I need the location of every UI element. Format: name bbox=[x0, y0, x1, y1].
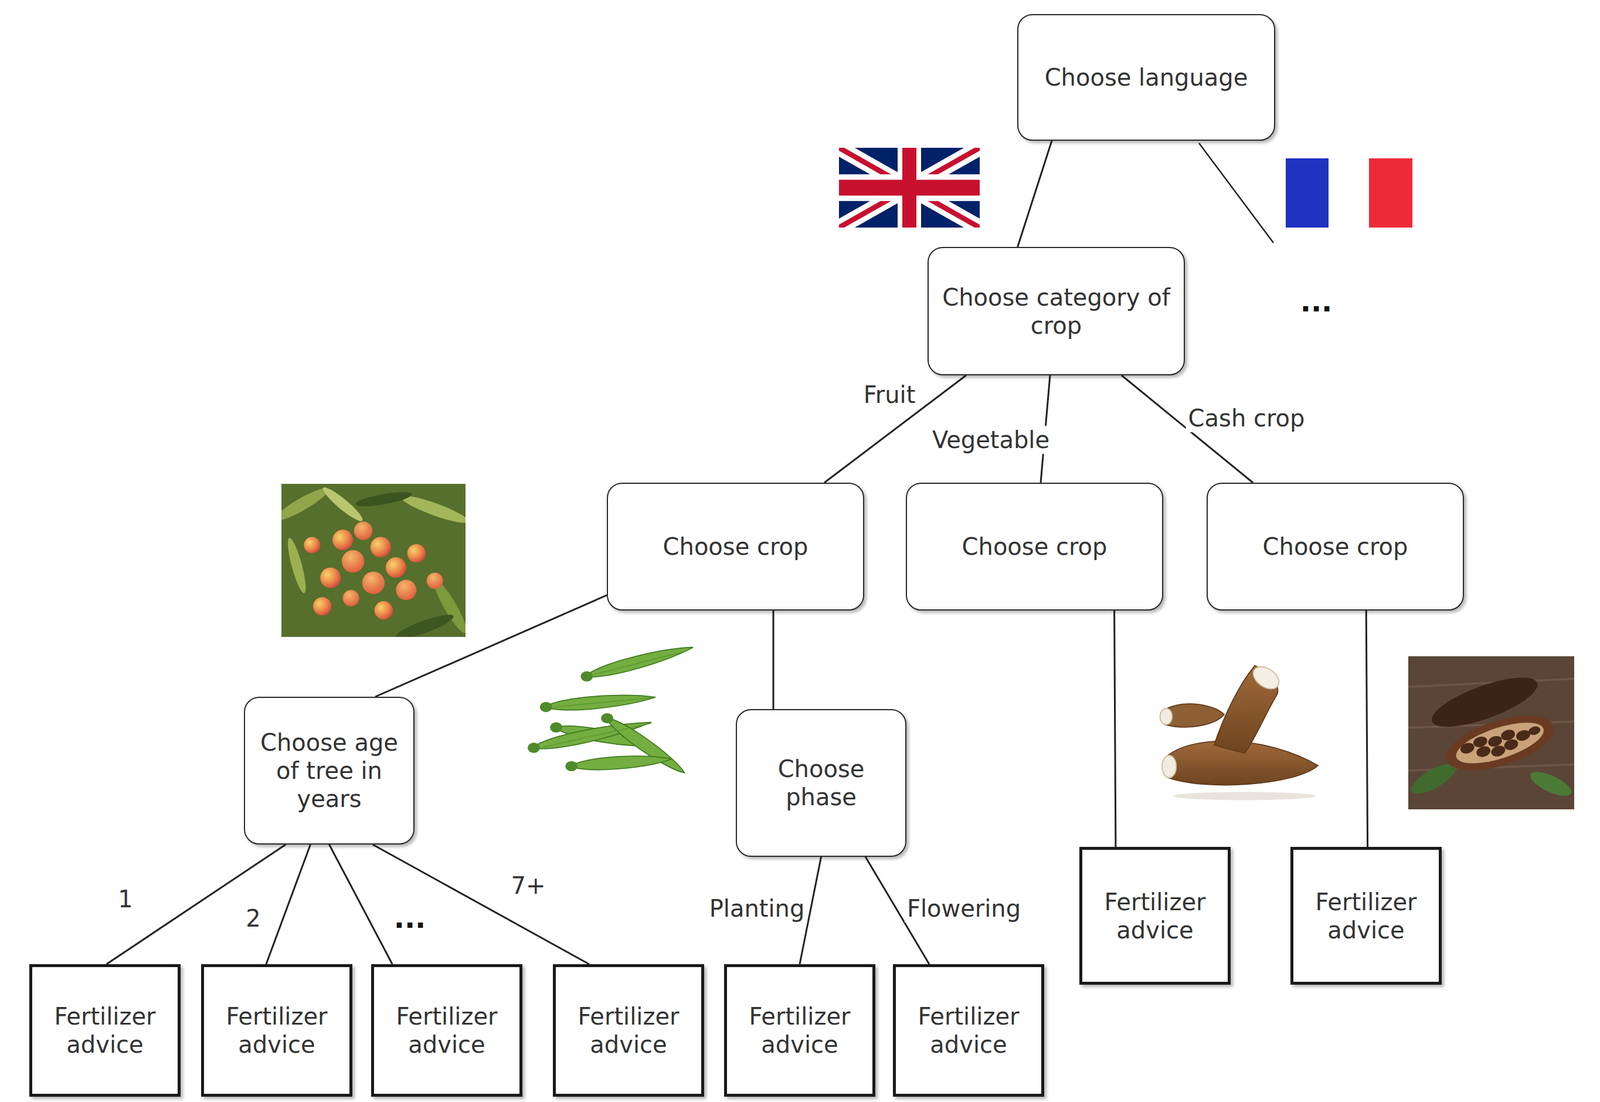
node-text: Choose age of tree in years bbox=[256, 728, 402, 813]
connector bbox=[329, 844, 393, 964]
result-box: Fertilizer advice bbox=[552, 963, 705, 1097]
leader-line bbox=[1198, 143, 1274, 243]
node-text: Fertilizer advice bbox=[1094, 887, 1216, 944]
connector bbox=[1114, 610, 1116, 847]
result-box: Fertilizer advice bbox=[1079, 846, 1231, 985]
french-flag bbox=[1285, 158, 1413, 228]
decision-box: Choose crop bbox=[1206, 482, 1464, 611]
cassava-photo bbox=[1160, 661, 1319, 800]
node-text: Fertilizer advice bbox=[907, 1001, 1030, 1059]
edge-label: Vegetable bbox=[929, 425, 1052, 454]
result-box: Fertilizer advice bbox=[892, 963, 1045, 1097]
node-text: Choose category of crop bbox=[940, 283, 1173, 340]
node-text: Fertilizer advice bbox=[385, 1001, 508, 1059]
ellipsis-label: ... bbox=[391, 901, 429, 936]
node-text: Fertilizer advice bbox=[738, 1001, 861, 1059]
decision-box: Choose crop bbox=[606, 482, 865, 611]
node-text: Choose language bbox=[1030, 63, 1263, 92]
ellipsis-label: ... bbox=[1298, 284, 1335, 319]
decision-box: Choose language bbox=[1017, 14, 1276, 141]
mango-photo bbox=[272, 483, 471, 644]
connector bbox=[772, 610, 775, 709]
edge-label: Flowering bbox=[904, 894, 1024, 923]
node-text: Choose crop bbox=[619, 532, 852, 561]
result-box: Fertilizer advice bbox=[724, 963, 876, 1097]
node-text: Fertilizer advice bbox=[1305, 887, 1428, 944]
node-text: Choose crop bbox=[1219, 532, 1452, 561]
node-text: Choose crop bbox=[918, 532, 1151, 561]
connector bbox=[1366, 610, 1368, 847]
connector bbox=[266, 844, 311, 964]
edge-label: Fruit bbox=[861, 380, 919, 409]
node-text: Fertilizer advice bbox=[43, 1001, 166, 1059]
edge-label: 1 bbox=[115, 884, 135, 913]
decision-box: Choose category of crop bbox=[927, 246, 1185, 376]
edge-label: 7+ bbox=[508, 871, 549, 900]
edge-label: Cash crop bbox=[1186, 403, 1308, 433]
connector bbox=[106, 844, 287, 964]
uk-flag bbox=[838, 147, 980, 228]
okra-photo bbox=[527, 641, 695, 779]
connector bbox=[372, 844, 590, 964]
node-text: Fertilizer advice bbox=[215, 1001, 338, 1059]
result-box: Fertilizer advice bbox=[29, 963, 181, 1097]
result-box: Fertilizer advice bbox=[371, 963, 523, 1097]
cocoa-photo bbox=[1407, 656, 1575, 810]
node-text: Choose phase bbox=[748, 754, 894, 811]
result-box: Fertilizer advice bbox=[1290, 846, 1442, 985]
result-box: Fertilizer advice bbox=[201, 963, 353, 1097]
decision-box: Choose crop bbox=[905, 482, 1164, 611]
decision-box: Choose phase bbox=[735, 708, 907, 857]
decision-box: Choose age of tree in years bbox=[243, 696, 415, 845]
edge-label: 2 bbox=[243, 904, 263, 933]
edge-label: Planting bbox=[707, 894, 808, 923]
connector bbox=[1017, 140, 1052, 247]
node-text: Fertilizer advice bbox=[567, 1001, 690, 1059]
